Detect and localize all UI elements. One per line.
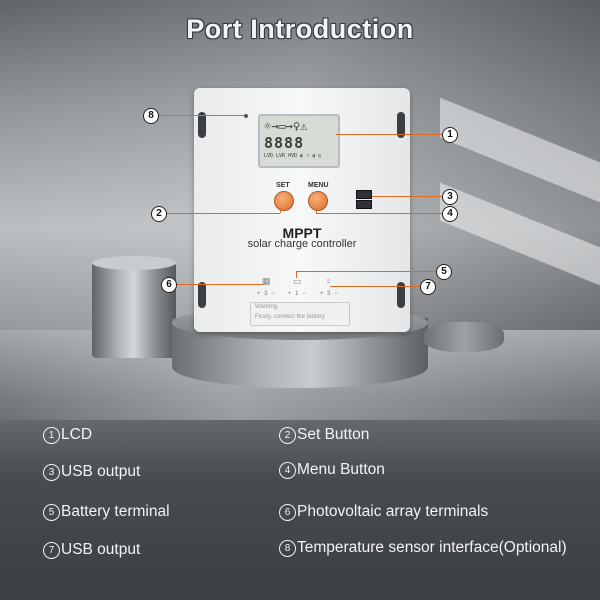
battery-icon: ▭ [293,276,302,286]
legend-label: Set Button [297,426,370,443]
legend-label: Temperature sensor interface(Optional) [297,539,567,556]
set-button[interactable] [274,191,294,211]
solar-panel-icon: ▦ [262,276,271,286]
pv-terminal-marks: + 3 − [257,291,276,297]
callout-2: 2 [151,206,167,222]
set-button-label: SET [276,182,290,189]
pedestal-disc-small [424,322,504,352]
legend-label: USB output [61,541,141,558]
lcd-digits: 8888 [264,134,305,152]
leader-line-4-vertical [316,208,317,213]
load-terminal-marks: + 3 − [320,291,339,297]
legend-label: Menu Button [297,461,385,478]
callout-6: 6 [161,277,177,293]
legend-label: Photovoltaic array terminals [297,503,489,520]
pedestal-cylinder [92,262,176,358]
page-title: Port Introduction [186,14,414,44]
device-subtitle: solar charge controller [247,238,357,250]
mount-slot [198,282,206,308]
legend-number: 5 [43,504,60,521]
leader-line-6 [175,284,263,285]
pedestal-cylinder-top [92,256,176,270]
callout-1: 1 [442,127,458,143]
legend-number: 8 [279,540,296,557]
warning-title: Warning [255,304,278,310]
warning-label: Warning Firstly, connect the battery [250,302,350,326]
legend-number: 3 [43,464,60,481]
usb-port[interactable] [356,200,372,209]
lcd-screen: ☼→▭→♀⚠ 8888 LVD LVR HVD ◐ ☼ ◑ ◎ [258,114,340,168]
battery-terminal-marks: + 1 − [288,291,307,297]
leader-line-8 [158,115,244,116]
mount-slot [397,112,405,138]
legend-label: USB output [61,463,141,480]
callout-4: 4 [442,206,458,222]
leader-line-5 [296,271,436,272]
legend-number: 1 [43,427,60,444]
leader-line-3 [372,196,442,197]
lcd-footer: LVD LVR HVD ◐ ☼ ◑ ◎ [264,153,322,159]
legend-number: 6 [279,504,296,521]
leader-line-7 [330,286,420,287]
mount-slot [397,282,405,308]
usb-port[interactable] [356,190,372,199]
leader-line-2 [165,213,280,214]
leader-line-2-vertical [280,208,281,213]
callout-5: 5 [436,264,452,280]
leader-line-5-vertical [296,271,297,278]
callout-7: 7 [420,279,436,295]
mount-slot [198,112,206,138]
leader-line-1 [336,134,442,135]
device-brand: MPPT [282,225,322,241]
menu-button-label: MENU [308,182,329,189]
legend-label: Battery terminal [61,503,170,520]
menu-button[interactable] [308,191,328,211]
callout-8: 8 [143,108,159,124]
legend-number: 7 [43,542,60,559]
bulb-icon: ♀ [325,276,332,286]
legend-number: 4 [279,462,296,479]
leader-line-4 [316,213,442,214]
legend-label: LCD [61,426,93,443]
lcd-status-icons: ☼→▭→♀⚠ [264,119,308,133]
temperature-sensor-port[interactable] [244,114,248,118]
callout-3: 3 [442,189,458,205]
warning-text: Firstly, connect the battery [255,314,325,320]
legend-number: 2 [279,427,296,444]
